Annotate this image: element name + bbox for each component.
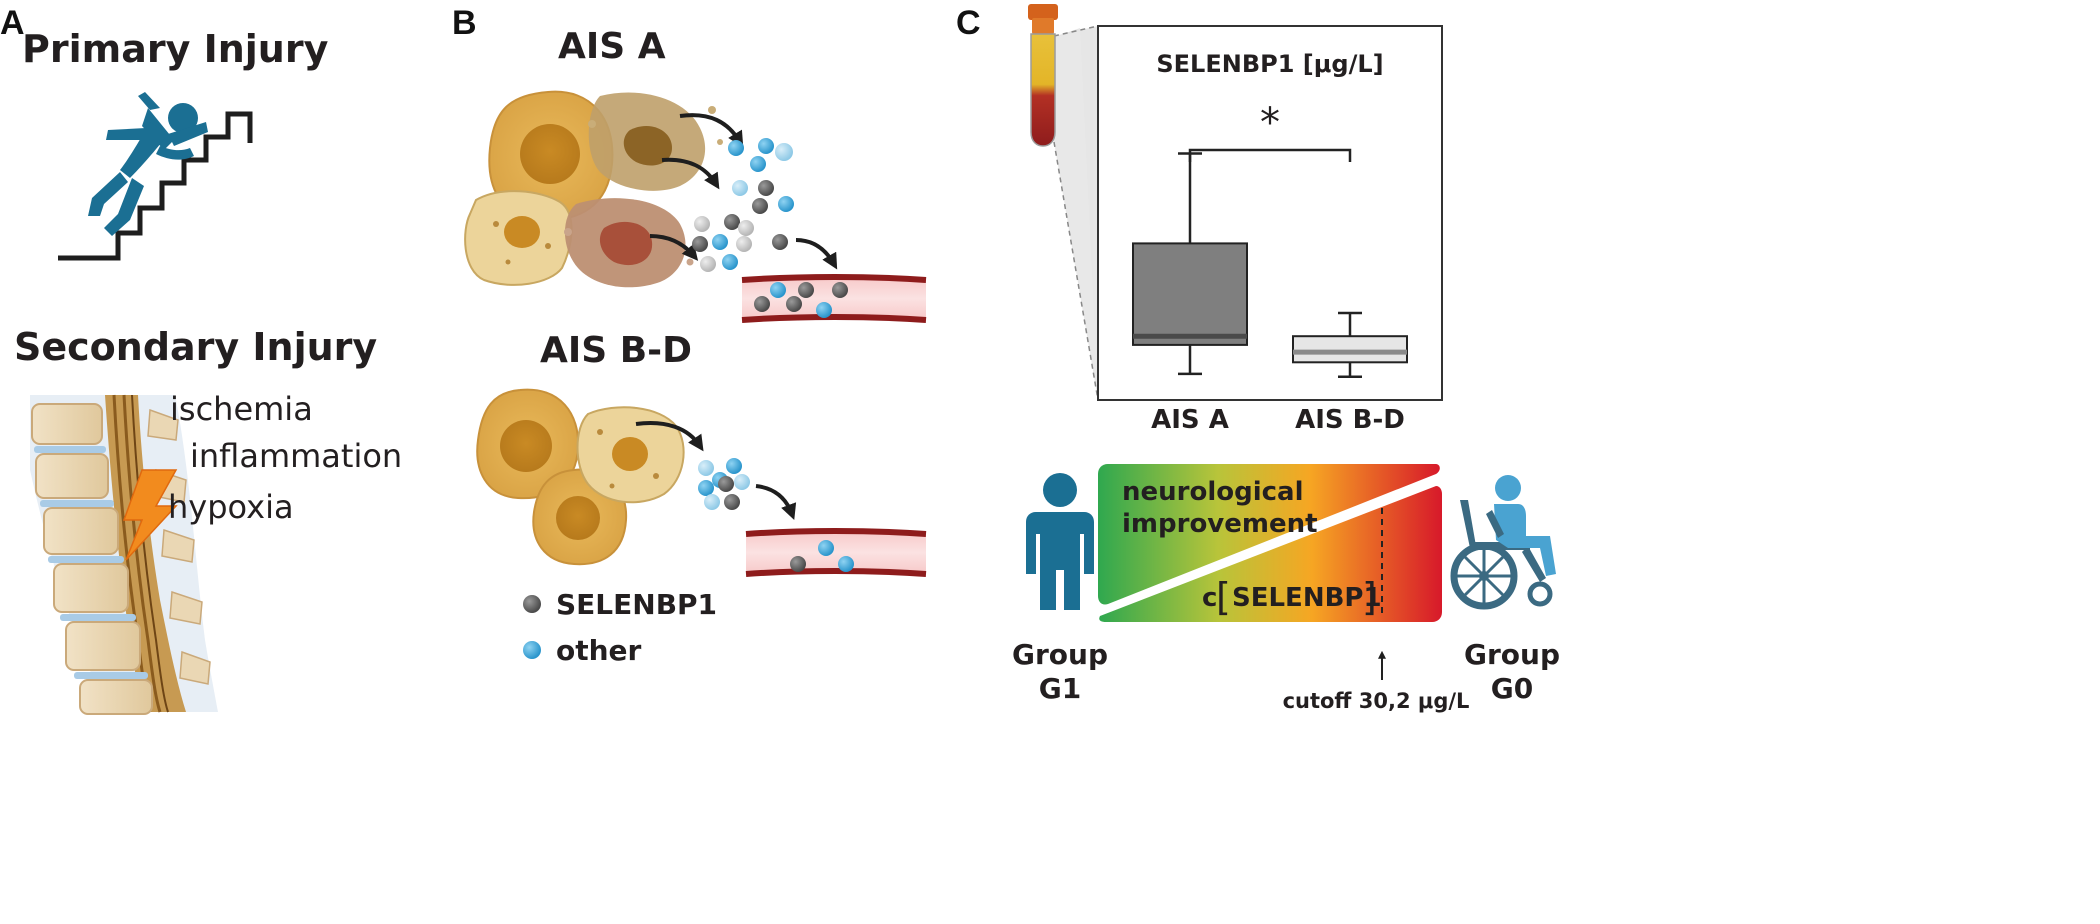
concentration-marker: SELENBP1 bbox=[1232, 583, 1382, 613]
group-left-line1: Group bbox=[1012, 638, 1108, 671]
wheelchair-icon bbox=[1450, 475, 1556, 610]
healthy-cell bbox=[476, 388, 580, 500]
x-tick-ais-bd: AIS B-D bbox=[1295, 405, 1405, 435]
blood-tube-icon bbox=[1028, 4, 1102, 401]
legend-label-selenbp1: SELENBP1 bbox=[556, 588, 717, 621]
standing-person-icon bbox=[1026, 473, 1094, 610]
release-arrows bbox=[649, 113, 838, 270]
concentration-bracket-close: ] bbox=[1362, 575, 1377, 619]
ais-bd-title: AIS B-D bbox=[540, 330, 692, 371]
necrotic-cell-red bbox=[564, 198, 694, 288]
stressed-cell bbox=[576, 406, 685, 504]
boxplot-ais-bd bbox=[1292, 311, 1408, 379]
panel-c: C SELENBP1 [μg/L] * AIS A AIS B-D bbox=[956, 4, 1560, 713]
concentration-prefix: c bbox=[1202, 583, 1217, 613]
necrotic-cell bbox=[588, 92, 723, 191]
mechanism-inflammation: inflammation bbox=[190, 437, 402, 475]
lightning-bolt-icon bbox=[122, 469, 178, 561]
released-proteins bbox=[692, 138, 794, 272]
legend-marker-other bbox=[523, 641, 541, 659]
x-tick-ais-a: AIS A bbox=[1151, 405, 1229, 435]
released-proteins bbox=[698, 458, 750, 510]
cutoff-label: cutoff 30,2 μg/L bbox=[1283, 689, 1470, 713]
improvement-gradient bbox=[1098, 464, 1442, 622]
falling-person-icon bbox=[58, 92, 253, 261]
mechanism-hypoxia: hypoxia bbox=[168, 488, 294, 526]
box-iqr bbox=[1132, 242, 1248, 346]
boxplot-ais-a bbox=[1132, 152, 1248, 376]
chart-title: SELENBP1 [μg/L] bbox=[1156, 50, 1383, 78]
secondary-injury-title: Secondary Injury bbox=[14, 325, 377, 369]
panel-letter-a: A bbox=[0, 4, 25, 42]
blood-vessel bbox=[745, 528, 927, 577]
significance-marker: * bbox=[1260, 100, 1280, 146]
release-arrows bbox=[635, 421, 797, 520]
legend-marker-selenbp1 bbox=[523, 595, 541, 613]
legend-label-other: other bbox=[556, 634, 642, 667]
group-right-line1: Group bbox=[1464, 638, 1560, 671]
panel-a: A Primary Injury Secondary Injury bbox=[0, 4, 402, 715]
panel-letter-c: C bbox=[956, 4, 981, 42]
legend: SELENBP1 other bbox=[523, 588, 717, 667]
blood-vessel bbox=[741, 274, 927, 323]
ais-a-title: AIS A bbox=[558, 26, 666, 67]
spine-illustration bbox=[30, 394, 218, 715]
mechanism-ischemia: ischemia bbox=[170, 390, 313, 428]
healthy-cell bbox=[488, 90, 614, 222]
primary-injury-title: Primary Injury bbox=[22, 27, 329, 71]
box-iqr bbox=[1292, 335, 1408, 364]
gradient-label-line2: improvement bbox=[1122, 509, 1318, 539]
group-right-line2: G0 bbox=[1491, 672, 1533, 705]
group-left-line2: G1 bbox=[1039, 672, 1081, 705]
boxplot-layer bbox=[1132, 152, 1408, 379]
panel-b: B AIS A bbox=[452, 4, 927, 667]
panel-letter-b: B bbox=[452, 4, 477, 42]
stressed-cell bbox=[464, 190, 573, 286]
gradient-label-line1: neurological bbox=[1122, 477, 1304, 507]
concentration-bracket-open: [ bbox=[1216, 575, 1231, 619]
